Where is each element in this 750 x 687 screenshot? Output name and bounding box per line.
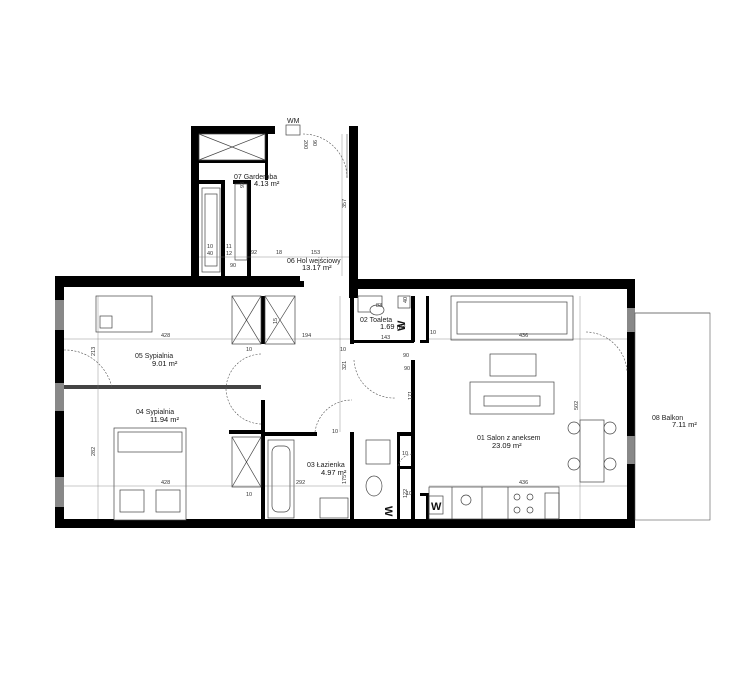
room-area-garderoba: 4.13 m²	[254, 179, 280, 188]
dim-171: 171	[408, 391, 414, 400]
room-name-balkon: 08 Balkon	[652, 415, 683, 422]
dim-90-a: 90	[230, 263, 236, 269]
dim-10-b: 10	[340, 347, 346, 353]
dim-40-b: 40	[403, 297, 409, 303]
balcony	[634, 312, 711, 521]
dim-122: 122	[403, 489, 409, 498]
dim-15: 15	[273, 318, 279, 324]
room-area-hol: 13.17 m²	[302, 263, 332, 272]
dim-11: 11	[226, 244, 232, 250]
room-area-toaleta: 1.69 m²	[380, 322, 406, 331]
room-name-toaleta: 02 Toaleta	[360, 317, 392, 324]
room-name-salon: 01 Salon z aneksem	[477, 435, 541, 442]
dim-153: 153	[311, 250, 320, 256]
dim-18: 18	[276, 250, 282, 256]
symbols: WM W W W	[287, 118, 442, 517]
dim-12: 12	[226, 251, 232, 257]
dim-10-e: 10	[246, 492, 252, 498]
room-name-sypialnia-05: 05 Sypialnia	[135, 353, 173, 360]
dim-10-a: 10	[207, 244, 213, 250]
dim-90-c: 90	[404, 366, 410, 372]
interior-walls	[64, 134, 429, 519]
dim-10-d: 10	[332, 429, 338, 435]
dim-502: 502	[574, 401, 580, 410]
dim-428-top: 428	[161, 333, 170, 339]
dimension-lines	[64, 134, 627, 519]
dim-213: 213	[91, 347, 97, 356]
room-name-garderoba: 07 Garderoba	[234, 174, 277, 181]
room-name-lazienka: 03 Łazienka	[307, 462, 345, 469]
ventilation-w-kitchen: W	[431, 501, 442, 513]
room-area-balkon: 7.11 m²	[672, 420, 697, 429]
room-area-salon: 23.09 m²	[492, 441, 522, 450]
dim-10-f: 10	[246, 347, 252, 353]
dim-428-bottom: 428	[161, 480, 170, 486]
room-area-sypialnia-04: 11.94 m²	[150, 415, 180, 424]
dim-292: 292	[296, 480, 305, 486]
dim-92: 92	[251, 250, 257, 256]
dim-83: 83	[376, 303, 382, 309]
dim-93: 93	[240, 182, 246, 188]
dim-10-c: 10	[430, 330, 436, 336]
furniture	[95, 124, 617, 521]
room-area-lazienka: 4.97 m²	[321, 468, 347, 477]
dim-175: 175	[342, 475, 348, 484]
doors	[63, 133, 628, 467]
ventilation-w-bath: W	[382, 506, 394, 517]
dim-321: 321	[342, 361, 348, 370]
dim-200: 200	[302, 140, 308, 149]
dim-282: 282	[91, 447, 97, 456]
dim-194: 194	[302, 333, 311, 339]
dimension-labels: 428 194 436 428 292 436 143 83 153 92 18…	[91, 140, 580, 498]
room-labels: 07 Garderoba 4.13 m² 06 Hol wejściowy 13…	[135, 174, 697, 477]
room-area-sypialnia-05: 9.01 m²	[152, 359, 178, 368]
dim-10-h: 10	[406, 491, 412, 497]
dim-90-top: 90	[311, 140, 317, 146]
dim-10-g: 10	[402, 451, 408, 457]
dim-143: 143	[381, 335, 390, 341]
ventilation-w-toilet: W	[396, 320, 408, 331]
dim-357: 357	[342, 199, 348, 208]
dim-436-bottom: 436	[519, 480, 528, 486]
washing-machine-label: WM	[287, 118, 300, 125]
dim-90-b: 90	[403, 353, 409, 359]
room-name-sypialnia-04: 04 Sypialnia	[136, 409, 174, 416]
dim-40: 40	[207, 251, 213, 257]
room-name-hol: 06 Hol wejściowy	[287, 258, 341, 265]
dim-436-top: 436	[519, 333, 528, 339]
exterior-walls	[55, 126, 635, 528]
